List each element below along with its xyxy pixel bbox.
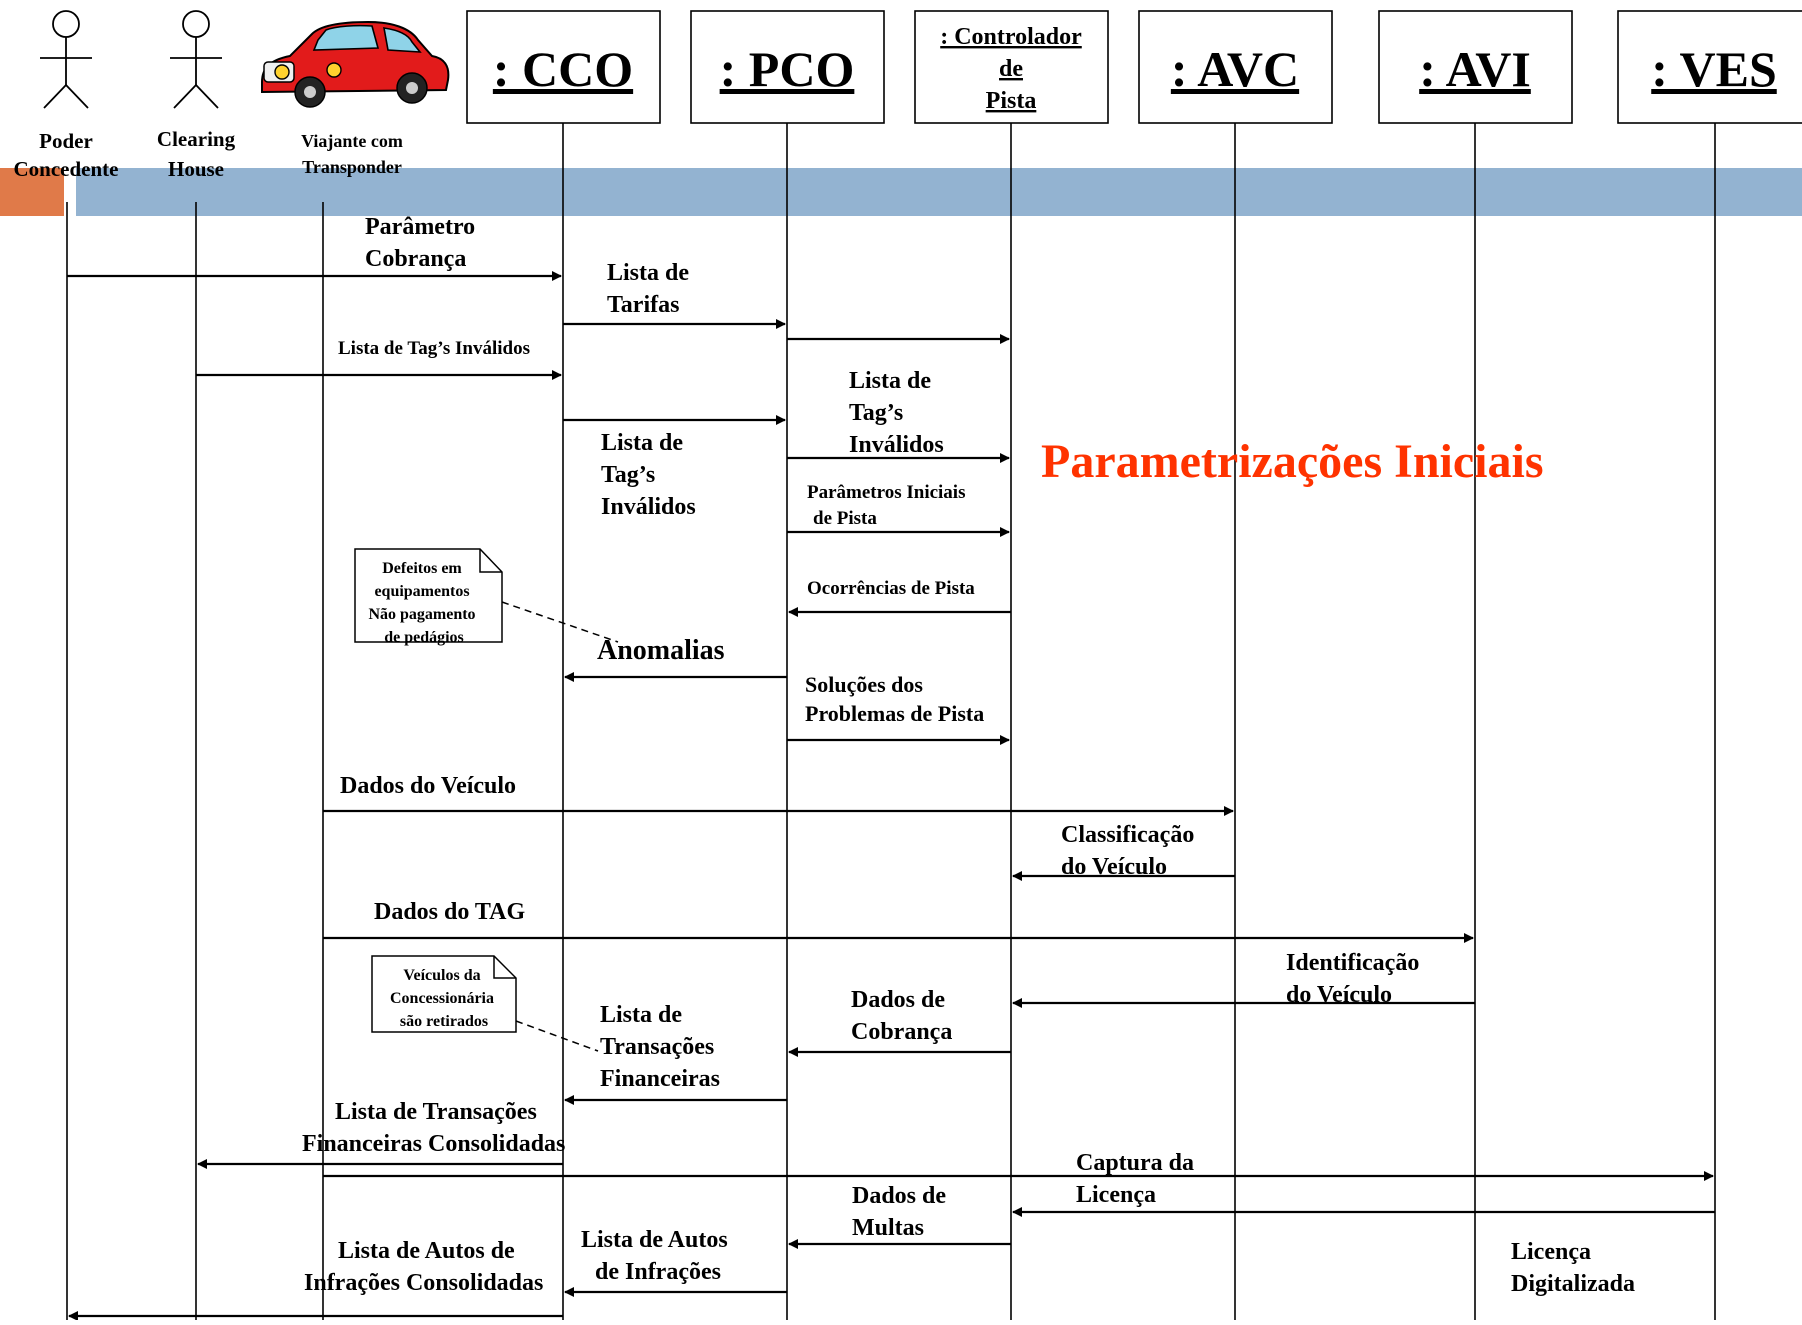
note-text: Veículos da Concessionária são retirados bbox=[390, 967, 498, 1030]
header-band bbox=[76, 168, 1802, 216]
actor-viajante: Viajante com Transponder bbox=[261, 20, 450, 177]
stick-figure-icon bbox=[170, 10, 222, 109]
message-label: Ocorrências de Pista bbox=[807, 578, 975, 599]
note-text: Defeitos em equipamentos Não pagamento d… bbox=[368, 560, 479, 646]
object-box bbox=[1378, 10, 1573, 124]
section-title: Parametrizações Iniciais bbox=[1041, 435, 1544, 488]
object-avi: : AVI bbox=[1378, 10, 1573, 124]
stick-figure-icon bbox=[40, 10, 92, 109]
object-label: : VES bbox=[1651, 41, 1777, 97]
message-label: Dados do Veículo bbox=[340, 773, 516, 799]
message-label: Anomalias bbox=[597, 635, 725, 666]
actor-label-line: Transponder bbox=[302, 157, 402, 177]
object-box bbox=[690, 10, 885, 124]
actor-poder-concedente: Poder Concedente bbox=[14, 10, 119, 181]
object-label-line: Pista bbox=[986, 88, 1037, 114]
message-label: Dados do TAG bbox=[374, 899, 525, 925]
object-controlador-de-pista: : Controlador de Pista bbox=[914, 10, 1109, 124]
actor-label-line: Concedente bbox=[14, 157, 119, 181]
lifelines bbox=[66, 123, 1716, 1320]
actor-label-line: Poder bbox=[39, 129, 93, 153]
object-box bbox=[466, 10, 661, 124]
object-label-line: : Controlador bbox=[940, 24, 1082, 50]
object-label-line: de bbox=[999, 56, 1023, 82]
object-pco: : PCO bbox=[690, 10, 885, 124]
object-label: : CCO bbox=[493, 41, 633, 97]
actor-clearing-house: Clearing House bbox=[157, 10, 236, 181]
object-label: : AVI bbox=[1419, 41, 1531, 97]
messages bbox=[67, 271, 1715, 1321]
actor-label-line: Clearing bbox=[157, 127, 236, 151]
actor-label-line: House bbox=[168, 157, 224, 181]
object-box bbox=[1617, 10, 1802, 124]
note-defeitos: Defeitos em equipamentos Não pagamento d… bbox=[354, 548, 619, 646]
message-label: Lista de Tag’s Inválidos bbox=[338, 338, 530, 359]
accent-marker bbox=[0, 168, 64, 216]
object-cco: : CCO bbox=[466, 10, 661, 124]
object-box bbox=[1138, 10, 1333, 124]
object-avc: : AVC bbox=[1138, 10, 1333, 124]
object-ves: : VES bbox=[1617, 10, 1802, 124]
note-veiculos: Veículos da Concessionária são retirados bbox=[371, 955, 599, 1052]
object-label: : AVC bbox=[1171, 41, 1299, 97]
actor-label-line: Viajante com bbox=[301, 131, 403, 151]
car-icon bbox=[261, 20, 450, 108]
object-box bbox=[914, 10, 1109, 124]
object-label: : PCO bbox=[720, 41, 855, 97]
